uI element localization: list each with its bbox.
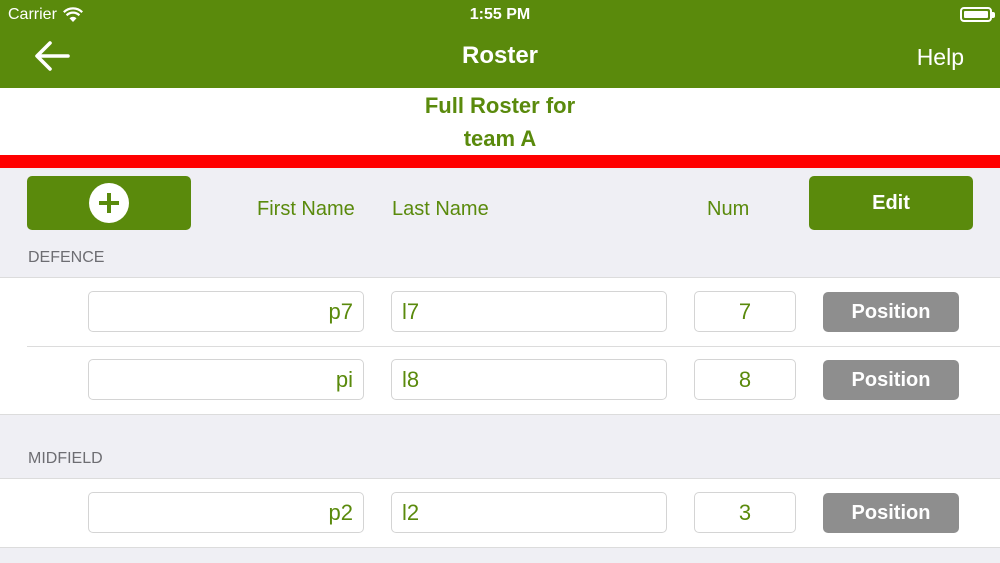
position-button[interactable]: Position [823,360,959,400]
last-name-field[interactable] [391,492,667,533]
section-midfield: Position [0,478,1000,548]
table-row: Position [0,278,1000,346]
arrow-left-icon[interactable] [34,40,70,72]
alert-bar [0,155,1000,168]
table-row: Position [0,346,1000,414]
battery-icon [960,7,995,22]
section-header-defence: DEFENCE [28,249,105,266]
add-player-button[interactable] [27,176,191,230]
position-button[interactable]: Position [823,292,959,332]
first-name-field[interactable] [88,359,364,400]
number-field[interactable] [694,492,796,533]
section-header-midfield: MIDFIELD [28,450,103,467]
carrier-label: Carrier [8,6,57,23]
status-bar: Carrier 1:55 PM [0,0,1000,30]
table-row: Position [0,479,1000,547]
column-header-last-name: Last Name [392,198,489,220]
position-button[interactable]: Position [823,493,959,533]
roster-header-line2: team A [463,126,537,151]
clock: 1:55 PM [469,6,531,23]
wifi-icon [62,7,83,22]
column-header-first-name: First Name [257,198,355,220]
number-field[interactable] [694,359,796,400]
plus-circle-icon [89,183,129,223]
first-name-field[interactable] [88,291,364,332]
edit-button[interactable]: Edit [809,176,973,230]
roster-header: Full Roster for team A [0,88,1000,155]
navigation-bar: Carrier 1:55 PM Roster Help [0,0,1000,88]
column-header-num: Num [707,198,750,220]
help-button[interactable]: Help [916,44,964,70]
section-defence: Position Position [0,277,1000,415]
roster-header-line1: Full Roster for [424,93,576,118]
first-name-field[interactable] [88,492,364,533]
last-name-field[interactable] [391,291,667,332]
last-name-field[interactable] [391,359,667,400]
page-title: Roster [461,42,539,69]
number-field[interactable] [694,291,796,332]
carrier-info: Carrier [8,6,83,24]
